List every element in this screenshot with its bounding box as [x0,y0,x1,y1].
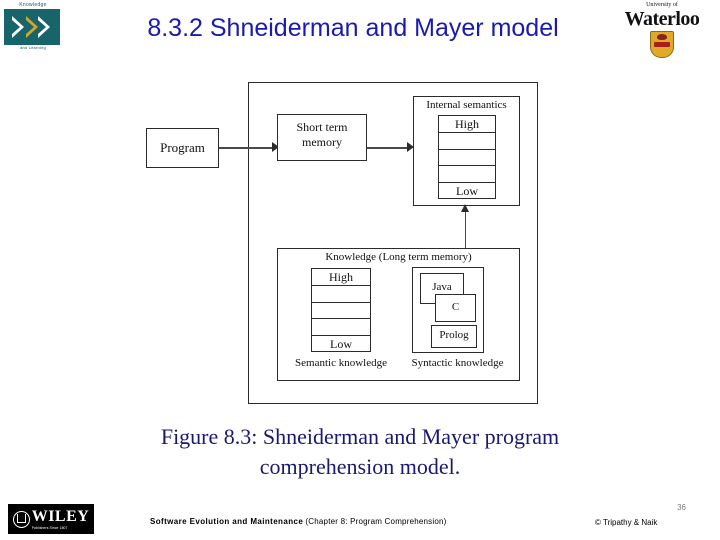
c-box [435,294,476,322]
prolog-box [431,325,477,348]
university-of-waterloo-logo: University of Waterloo [610,1,714,58]
arrow-stm-to-internal-semantics-head-icon [407,142,414,152]
short-term-memory-label-line2: memory [302,135,342,149]
syntactic-knowledge-caption: Syntactic knowledge [411,357,504,369]
knowledge-learning-logo: Knowledge and Learning [4,2,62,54]
footer-book-title: Software Evolution and Maintenance [150,517,304,526]
arrow-knowledge-to-internal-semantics-line [465,210,466,248]
uw-logo-pretext: University of [646,2,678,8]
chevron-left-white-inner-icon [12,20,20,34]
chevron-left-white2-inner-icon [38,20,46,34]
footer-chapter-title: (Chapter 8: Program Comprehension) [305,517,447,526]
internal-semantics-rung [439,150,495,167]
kb-logo-top-text: Knowledge [19,2,47,8]
internal-semantics-rung: Low [456,184,478,199]
c-label: C [451,301,460,313]
internal-semantics-rung [439,166,495,184]
short-term-memory-box [277,114,367,161]
figure-caption: Figure 8.3: Shneiderman and Mayer progra… [80,422,640,482]
prolog-label: Prolog [439,329,469,341]
internal-semantics-ladder: High Low [438,115,496,199]
uw-shield-crest-icon [650,31,674,58]
wiley-logo-subtitle: Publishers Since 1807 [31,525,68,530]
footer-copyright: © Tripathy & Naik [595,518,658,527]
arrow-program-to-stm-line [219,147,275,149]
semantic-knowledge-rung: High [312,269,370,286]
wiley-emblem-icon [12,510,30,528]
wiley-logo: WILEY Publishers Since 1807 [8,504,94,534]
internal-semantics-title: Internal semantics [426,99,507,111]
uw-logo-name: Waterloo [624,8,700,30]
page-title: 8.3.2 Shneiderman and Mayer model [147,14,559,42]
semantic-knowledge-rung: Low [330,337,352,352]
arrow-knowledge-to-internal-semantics-head-icon [461,204,469,212]
figure-caption-line1: Figure 8.3: Shneiderman and Mayer progra… [160,424,560,449]
arrow-stm-to-internal-semantics-line [367,147,411,149]
figure-diagram: Program Short term memory Internal seman… [0,70,720,415]
footer-text: Software Evolution and Maintenance (Chap… [150,517,447,526]
semantic-knowledge-rung [312,303,370,320]
program-box [146,128,219,168]
internal-semantics-rung [439,133,495,150]
figure-caption-line2: comprehension model. [259,454,461,479]
semantic-knowledge-rung [312,286,370,303]
page-number: 36 [677,503,686,512]
semantic-knowledge-ladder: High Low [311,268,371,352]
program-label: Program [160,140,205,155]
semantic-knowledge-caption: Semantic knowledge [295,357,387,369]
internal-semantics-rung: High [439,116,495,133]
chevron-left-gold-inner-icon [26,20,34,34]
knowledge-title: Knowledge (Long term memory) [325,251,472,263]
java-label: Java [432,281,452,293]
wiley-logo-name: WILEY [31,507,90,525]
arrow-program-to-stm-head-icon [272,142,279,152]
kb-logo-mark [4,9,60,45]
semantic-knowledge-rung [312,319,370,337]
short-term-memory-label-line1: Short term [296,120,348,134]
kb-logo-bottom-text: and Learning [20,45,46,50]
